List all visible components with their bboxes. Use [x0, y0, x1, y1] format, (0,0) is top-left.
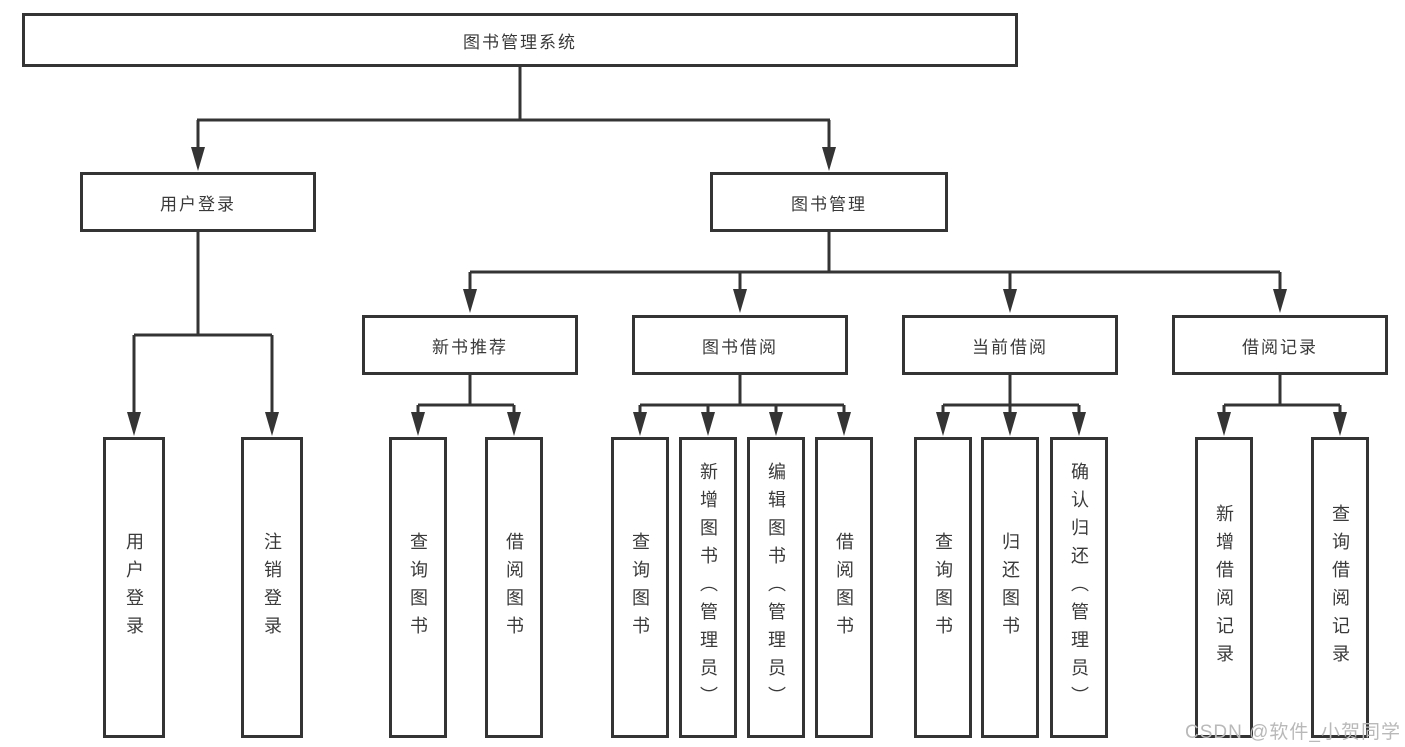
node-leaf-add-borrow-record: 新增借阅记录: [1195, 437, 1253, 738]
node-library-management-system: 图书管理系统: [22, 13, 1018, 67]
node-book-management: 图书管理: [710, 172, 948, 232]
leaf-label: 新增图书（管理员）: [698, 461, 718, 714]
leaf-label: 用户登录: [124, 531, 144, 644]
node-new-book-recommend: 新书推荐: [362, 315, 578, 375]
node-leaf-query-books-current: 查询图书: [914, 437, 972, 738]
leaf-label: 查询图书: [630, 531, 650, 644]
node-user-login: 用户登录: [80, 172, 316, 232]
leaf-label: 借阅图书: [504, 531, 524, 644]
node-leaf-borrow-books-recommend: 借阅图书: [485, 437, 543, 738]
connector-segments: [132, 67, 1342, 414]
leaf-label: 注销登录: [262, 531, 282, 644]
node-current-borrowing: 当前借阅: [902, 315, 1118, 375]
node-book-borrowing: 图书借阅: [632, 315, 848, 375]
leaf-label: 归还图书: [1000, 531, 1020, 644]
node-leaf-borrow-books-borrowing: 借阅图书: [815, 437, 873, 738]
node-leaf-confirm-return-admin: 确认归还（管理员）: [1050, 437, 1108, 738]
leaf-label: 新增借阅记录: [1214, 503, 1234, 672]
node-borrow-records: 借阅记录: [1172, 315, 1388, 375]
node-leaf-return-books: 归还图书: [981, 437, 1039, 738]
leaf-label: 确认归还（管理员）: [1069, 461, 1089, 714]
node-leaf-query-borrow-record: 查询借阅记录: [1311, 437, 1369, 738]
node-leaf-user-login: 用户登录: [103, 437, 165, 738]
leaf-label: 查询借阅记录: [1330, 503, 1350, 672]
arrowheads: [127, 147, 1347, 436]
node-leaf-logout: 注销登录: [241, 437, 303, 738]
node-leaf-query-books-recommend: 查询图书: [389, 437, 447, 738]
leaf-label: 查询图书: [933, 531, 953, 644]
node-leaf-edit-books-admin: 编辑图书（管理员）: [747, 437, 805, 738]
leaf-label: 查询图书: [408, 531, 428, 644]
leaf-label: 借阅图书: [834, 531, 854, 644]
node-leaf-add-books-admin: 新增图书（管理员）: [679, 437, 737, 738]
leaf-label: 编辑图书（管理员）: [766, 461, 786, 714]
watermark-text: CSDN @软件_小贺同学: [1185, 722, 1401, 743]
node-leaf-query-books-borrowing: 查询图书: [611, 437, 669, 738]
